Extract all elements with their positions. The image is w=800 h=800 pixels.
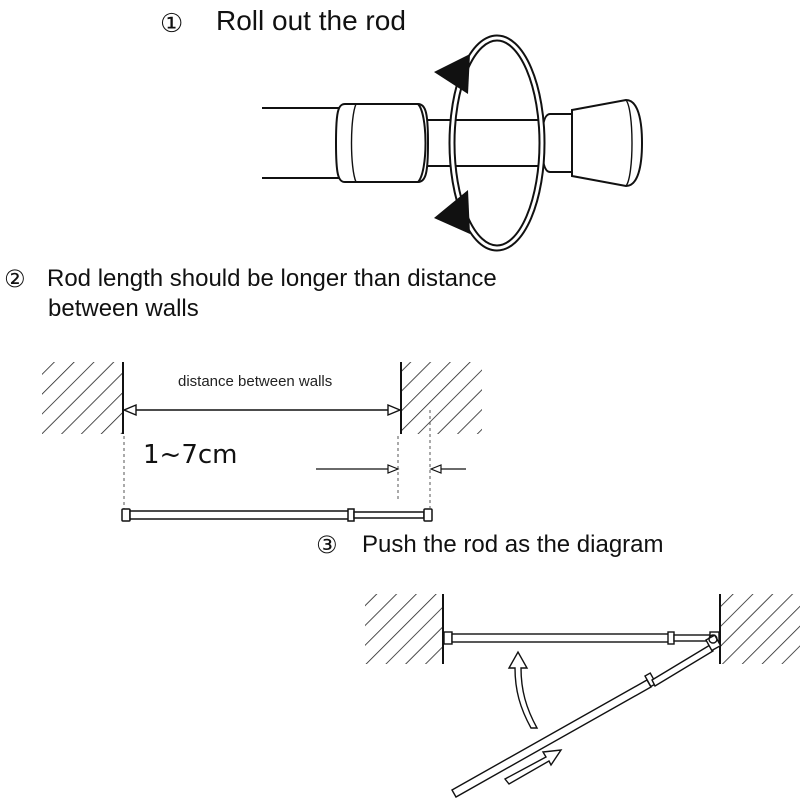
right-wall — [401, 362, 482, 434]
rod-angled — [451, 634, 722, 798]
step-3-heading: ③ Push the rod as the diagram — [316, 531, 664, 559]
left-wall — [42, 362, 123, 434]
step-2-walls — [42, 362, 482, 434]
step-3-walls — [365, 594, 800, 664]
arrowhead-upper-icon — [434, 54, 470, 94]
left-wall-step3 — [365, 594, 443, 664]
rod-horizontal — [121, 508, 433, 522]
step-1-heading: ① Roll out the rod — [160, 5, 406, 38]
step-2-label-line1: Rod length should be longer than distanc… — [47, 265, 497, 292]
rod-roll-illustration — [262, 98, 644, 188]
arrowhead-lower-icon — [434, 190, 470, 234]
step-3-number: ③ — [316, 532, 338, 559]
step-2-heading: ② Rod length should be longer than dista… — [4, 265, 497, 322]
step-2-label-line2: between walls — [48, 295, 199, 322]
extra-length-dimension — [316, 464, 466, 474]
step-1-label: Roll out the rod — [216, 5, 406, 36]
rotation-arrow — [434, 34, 546, 252]
rod-installed — [443, 631, 720, 645]
step-1-number: ① — [160, 8, 183, 38]
step-2-number: ② — [4, 266, 26, 293]
step-3-label: Push the rod as the diagram — [362, 531, 664, 558]
distance-dimension-line — [122, 403, 402, 417]
extra-length-label: 1~7cm — [143, 440, 238, 470]
push-diagonal-arrow-icon — [503, 749, 563, 785]
extension-lines — [123, 410, 431, 510]
push-up-arrow-icon — [507, 650, 539, 729]
distance-between-walls-label: distance between walls — [178, 373, 332, 390]
right-wall-step3 — [720, 594, 800, 664]
